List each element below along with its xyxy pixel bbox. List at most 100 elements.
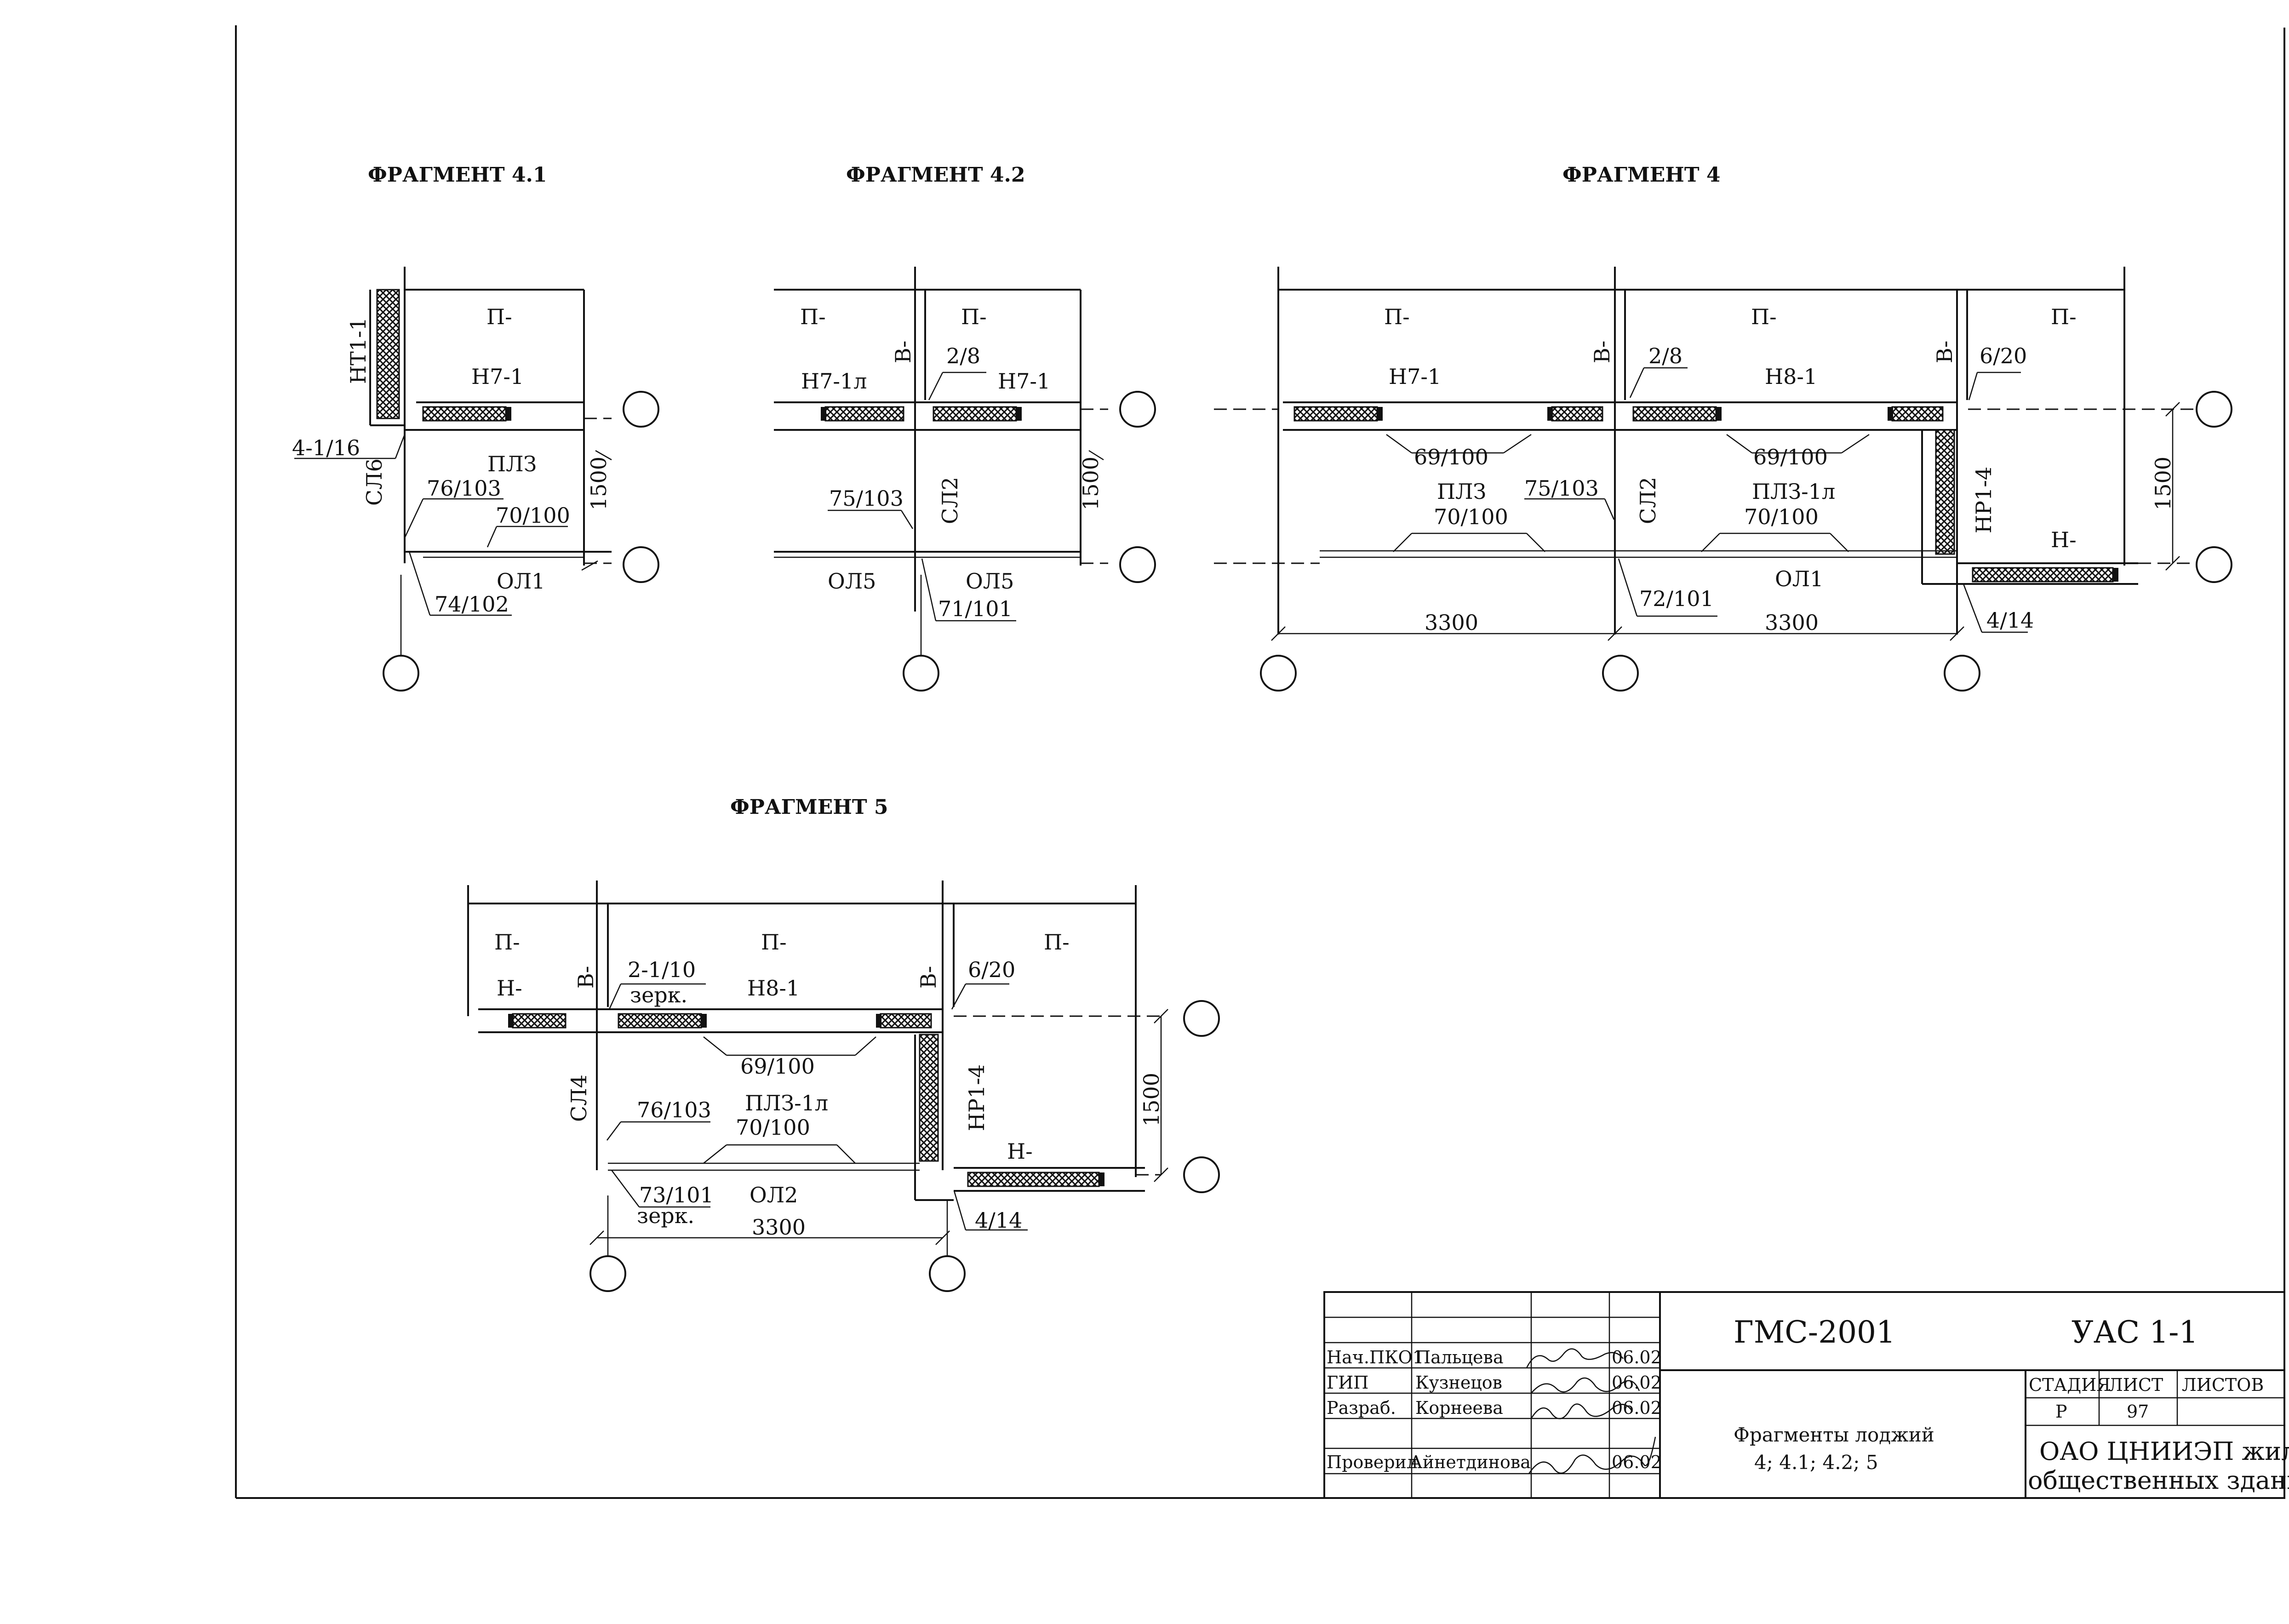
- fragment-title: ФРАГМЕНТ 4.1: [368, 163, 547, 187]
- drawing-title-line-2: 4; 4.1; 4.2; 5: [1754, 1451, 1878, 1474]
- label-2-8: 2/8: [1648, 343, 1682, 368]
- signature-name: Пальцева: [1415, 1347, 1504, 1367]
- label-n7-1: Н7-1: [1389, 364, 1441, 389]
- label-nr1-4: НР1-4: [964, 1064, 989, 1131]
- signature-role: ГИП: [1327, 1372, 1368, 1393]
- signature-role: Разраб.: [1327, 1398, 1396, 1418]
- label-4-14: 4/14: [1986, 608, 2034, 633]
- label-70-100: 70/100: [736, 1115, 810, 1140]
- label-n-2: Н-: [1007, 1139, 1033, 1164]
- label-v: В-: [891, 341, 916, 363]
- label-p-3: П-: [2051, 304, 2077, 329]
- sheet-frame: [235, 25, 2285, 1499]
- label-plz: ПЛЗ: [487, 452, 537, 476]
- fragment-4-1: ФРАГМЕНТ 4.1 НТ1-1 П- Н7-1 ПЛЗ 4-1/16: [292, 163, 659, 692]
- signature-date: 06.02: [1612, 1398, 1662, 1418]
- label-ol1: ОЛ1: [497, 569, 545, 594]
- label-4-1-16: 4-1/16: [292, 435, 360, 460]
- label-sl2: СЛ2: [938, 477, 962, 524]
- dimension-1500: 1500: [1139, 1073, 1164, 1127]
- handwritten-signatures: [1526, 1348, 1656, 1474]
- dimension-1500: 1500: [1078, 457, 1103, 510]
- label-p: П-: [486, 304, 512, 329]
- label-76-103: 76/103: [637, 1098, 711, 1122]
- dimension-3300-1: 3300: [1425, 610, 1478, 635]
- dimension-3300-2: 3300: [1765, 610, 1819, 635]
- signature-date: 06.02: [1612, 1452, 1662, 1472]
- label-2-1-10: 2-1/10: [628, 957, 696, 982]
- label-75-103: 75/103: [1524, 476, 1599, 501]
- label-73-101: 73/101: [639, 1183, 714, 1207]
- label-sl4: СЛ4: [567, 1075, 591, 1122]
- label-v-2: В-: [1932, 341, 1957, 363]
- signature-name: Айнетдинова: [1409, 1452, 1531, 1472]
- label-70-100: 70/100: [496, 503, 570, 528]
- label-p-3: П-: [1044, 930, 1070, 955]
- label-69-100: 69/100: [740, 1054, 815, 1079]
- sheet-code: УАС 1-1: [2072, 1315, 2198, 1350]
- drawing-title-line-1: Фрагменты лоджий: [1734, 1424, 1934, 1446]
- stage-value: Р: [2055, 1401, 2067, 1422]
- label-p-1: П-: [1384, 304, 1410, 329]
- label-nr1-4: НР1-4: [1971, 467, 1996, 533]
- label-6-20: 6/20: [1980, 343, 2027, 368]
- label-n: Н-: [2051, 527, 2077, 552]
- sheet-header: ЛИСТ: [2108, 1375, 2163, 1395]
- label-n-1: Н-: [497, 976, 522, 1001]
- signature-name: Корнеева: [1415, 1398, 1503, 1418]
- label-sl6: СЛ6: [362, 458, 387, 506]
- sheet-value: 97: [2127, 1401, 2149, 1422]
- fragment-4: ФРАГМЕНТ 4: [1214, 163, 2232, 692]
- label-6-20: 6/20: [968, 957, 1015, 982]
- stage-header: СТАДИЯ: [2029, 1375, 2111, 1395]
- fragment-4-2: ФРАГМЕНТ 4.2 П- П- В- 2/8 Н7-1л Н7-1 75/…: [774, 163, 1156, 692]
- label-p-left: П-: [800, 304, 826, 329]
- fragment-title: ФРАГМЕНТ 4.2: [846, 163, 1025, 187]
- document-code: ГМС-2001: [1734, 1315, 1895, 1350]
- organization-line-1: ОАО ЦНИИЭП жилых и: [2039, 1437, 2289, 1466]
- signature-name: Кузнецов: [1415, 1372, 1502, 1393]
- dimension-1500: 1500: [586, 457, 611, 510]
- label-p-2: П-: [761, 930, 787, 955]
- label-p-1: П-: [494, 930, 520, 955]
- organization-line-2: общественных зданий: [2028, 1466, 2289, 1495]
- label-70-100-1: 70/100: [1434, 504, 1508, 529]
- label-70-100-2: 70/100: [1744, 504, 1819, 529]
- label-p-right: П-: [961, 304, 987, 329]
- label-v-1: В-: [1590, 341, 1614, 363]
- label-75-103: 75/103: [829, 486, 904, 511]
- signature-role: Нач.ПКО1: [1327, 1347, 1424, 1367]
- label-69-100-2: 69/100: [1753, 445, 1828, 469]
- label-ol5-right: ОЛ5: [966, 569, 1014, 594]
- label-n7-1: Н7-1: [998, 369, 1050, 394]
- label-plz: ПЛЗ: [1437, 479, 1486, 504]
- label-zerk-1: зерк.: [630, 983, 687, 1007]
- fragment-title: ФРАГМЕНТ 4: [1562, 163, 1721, 187]
- sheets-header: ЛИСТОВ: [2182, 1375, 2264, 1395]
- label-n8-1: Н8-1: [1765, 364, 1817, 389]
- label-plz-1l: ПЛЗ-1л: [745, 1091, 828, 1115]
- signature-role: Проверил: [1327, 1452, 1418, 1472]
- label-p-2: П-: [1751, 304, 1777, 329]
- signature-date: 06.02: [1612, 1347, 1662, 1367]
- label-ol5-left: ОЛ5: [828, 569, 876, 594]
- label-n8-1: Н8-1: [747, 976, 800, 1001]
- label-v-2: В-: [916, 966, 941, 989]
- label-72-101: 72/101: [1639, 586, 1714, 611]
- label-ol2: ОЛ2: [750, 1183, 798, 1207]
- label-plz-1l: ПЛЗ-1л: [1752, 479, 1835, 504]
- label-zerk-2: зерк.: [637, 1203, 694, 1228]
- label-2-8: 2/8: [946, 343, 980, 368]
- signature-date: 06.02: [1612, 1372, 1662, 1393]
- label-n7-1l: Н7-1л: [801, 369, 867, 394]
- dimension-1500: 1500: [2151, 457, 2175, 510]
- label-v-1: В-: [573, 966, 598, 989]
- label-n7-1: Н7-1: [471, 364, 524, 389]
- label-71-101: 71/101: [938, 596, 1013, 621]
- label-69-100-1: 69/100: [1414, 445, 1488, 469]
- title-block: ГМС-2001 УАС 1-1 Фрагменты лоджий 4; 4.1…: [1323, 1291, 2289, 1499]
- fragment-5: ФРАГМЕНТ 5: [467, 795, 1220, 1292]
- fragment-title: ФРАГМЕНТ 5: [730, 795, 888, 819]
- label-sl2: СЛ2: [1636, 477, 1660, 524]
